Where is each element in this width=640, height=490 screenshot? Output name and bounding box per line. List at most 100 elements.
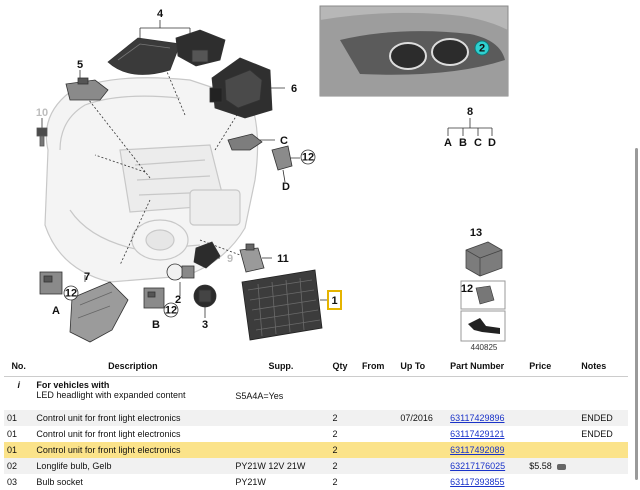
part-12-clip [271, 145, 293, 171]
col-header-no: No. [4, 356, 34, 377]
cell-upto [397, 426, 447, 442]
cell-price [526, 474, 578, 490]
table-header-row: No. Description Supp. Qty From Up To Par… [4, 356, 628, 377]
cell-from [359, 474, 397, 490]
part-7-bracket [69, 281, 129, 343]
cell-description: Control unit for front light electronics [36, 429, 181, 439]
inset-callout-2: 2 [479, 43, 485, 55]
table-row[interactable]: 01 Control unit for front light electron… [4, 426, 628, 442]
callout-8-b: B [459, 137, 467, 149]
cell-supp: PY21W 12V 21W [232, 458, 330, 474]
car-inset-photo: 2 [319, 5, 509, 97]
cell-no: 01 [7, 429, 18, 439]
part-2-bulb [166, 263, 195, 281]
cell-notes [578, 458, 628, 474]
cart-icon[interactable] [557, 463, 567, 470]
cell-notes [578, 442, 628, 458]
cell-description: Control unit for front light electronics [33, 410, 233, 426]
scrollbar[interactable] [635, 148, 638, 480]
cell-supp [232, 410, 330, 426]
cell-price [526, 410, 579, 426]
cell-no: 01 [4, 410, 34, 426]
callout-1: 1 [331, 295, 337, 307]
table-row[interactable]: 02 Longlife bulb, Gelb PY21W 12V 21W 2 6… [4, 458, 628, 474]
group-description: For vehicles with LED headlight with exp… [33, 376, 233, 410]
cell-upto [397, 442, 448, 458]
group-marker: i [4, 376, 34, 410]
col-header-description: Description [33, 356, 233, 377]
cell-description: Longlife bulb, Gelb [33, 458, 233, 474]
cell-notes: ENDED [578, 410, 628, 426]
cell-upto: 07/2016 [397, 410, 448, 426]
parts-diagram: 2 4 5 6 10 C D 11 9 2 3 7 A B 12 12 12 1… [36, 5, 509, 352]
col-header-from: From [358, 356, 398, 377]
callout-8-d: D [488, 137, 496, 149]
cell-qty: 2 [332, 429, 338, 439]
cell-qty: 2 [329, 442, 359, 458]
cell-qty: 2 [332, 477, 338, 487]
callout-c: C [280, 135, 288, 147]
part-b-clip [143, 287, 165, 309]
callout-12d: 12 [461, 283, 473, 295]
group-subtitle: LED headlight with expanded content [36, 390, 186, 400]
callout-7: 7 [84, 271, 90, 283]
part-c-bracket [227, 133, 263, 151]
table-row[interactable]: 01 Control unit for front light electron… [4, 410, 628, 426]
cell-price [526, 442, 579, 458]
cell-from [358, 442, 398, 458]
part-12-clip-box [460, 280, 506, 310]
cell-price [526, 426, 578, 442]
part-11-socket [239, 243, 265, 273]
part-number-link[interactable]: 63117492089 [450, 445, 505, 455]
group-supp: S5A4A=Yes [232, 376, 330, 410]
callout-12-circles [63, 149, 316, 318]
cell-from [358, 458, 398, 474]
cell-no: 03 [7, 477, 18, 487]
cell-notes [578, 474, 628, 490]
part-number-link[interactable]: 63217176025 [450, 461, 506, 471]
table-row[interactable]: 03 Bulb socket PY21W 2 63117393855 [4, 474, 628, 490]
cell-qty: 2 [329, 458, 359, 474]
callout-b: B [152, 319, 160, 331]
cell-no: 02 [4, 458, 34, 474]
callout-12c: 12 [165, 305, 177, 317]
cell-qty: 2 [329, 410, 359, 426]
callout-5: 5 [77, 59, 83, 71]
col-header-part-number: Part Number [447, 356, 527, 377]
table-row-highlighted[interactable]: 01 Control unit for front light electron… [4, 442, 628, 458]
cell-description: Bulb socket [36, 477, 83, 487]
col-header-upto: Up To [397, 356, 448, 377]
diagram-number: 440825 [471, 343, 498, 352]
callout-4: 4 [157, 8, 164, 20]
cell-no: 01 [4, 442, 34, 458]
callout-8-a: A [444, 137, 452, 149]
part-number-link[interactable]: 63117429896 [450, 413, 505, 423]
callout-1-highlight [327, 290, 342, 310]
part-1-control-unit [241, 269, 323, 341]
cell-notes: ENDED [581, 429, 613, 439]
cell-from [358, 410, 398, 426]
callout-12b: 12 [65, 288, 77, 300]
callout-9: 9 [227, 253, 233, 265]
cell-supp [232, 426, 329, 442]
price-value: $5.58 [529, 461, 552, 471]
part-number-link[interactable]: 63117429121 [450, 429, 505, 439]
group-title: For vehicles with [36, 380, 110, 390]
part-6-module [209, 57, 273, 119]
part-number-link[interactable]: 63117393855 [450, 477, 505, 487]
callout-3: 3 [202, 319, 208, 331]
part-4-covers [107, 29, 226, 75]
parts-table: No. Description Supp. Qty From Up To Par… [4, 356, 628, 490]
cell-description: Control unit for front light electronics [33, 442, 233, 458]
col-header-qty: Qty [329, 356, 359, 377]
group-row: i For vehicles with LED headlight with e… [4, 376, 628, 410]
cell-supp: PY21W [235, 477, 266, 487]
part-13-box [465, 241, 503, 277]
part-5-module [65, 77, 109, 101]
callout-12a: 12 [302, 152, 314, 164]
part-10-screw [36, 127, 48, 147]
callout-a: A [52, 305, 60, 317]
headlight-housing [44, 77, 259, 283]
col-header-supp: Supp. [232, 356, 330, 377]
cell-upto [397, 474, 447, 490]
